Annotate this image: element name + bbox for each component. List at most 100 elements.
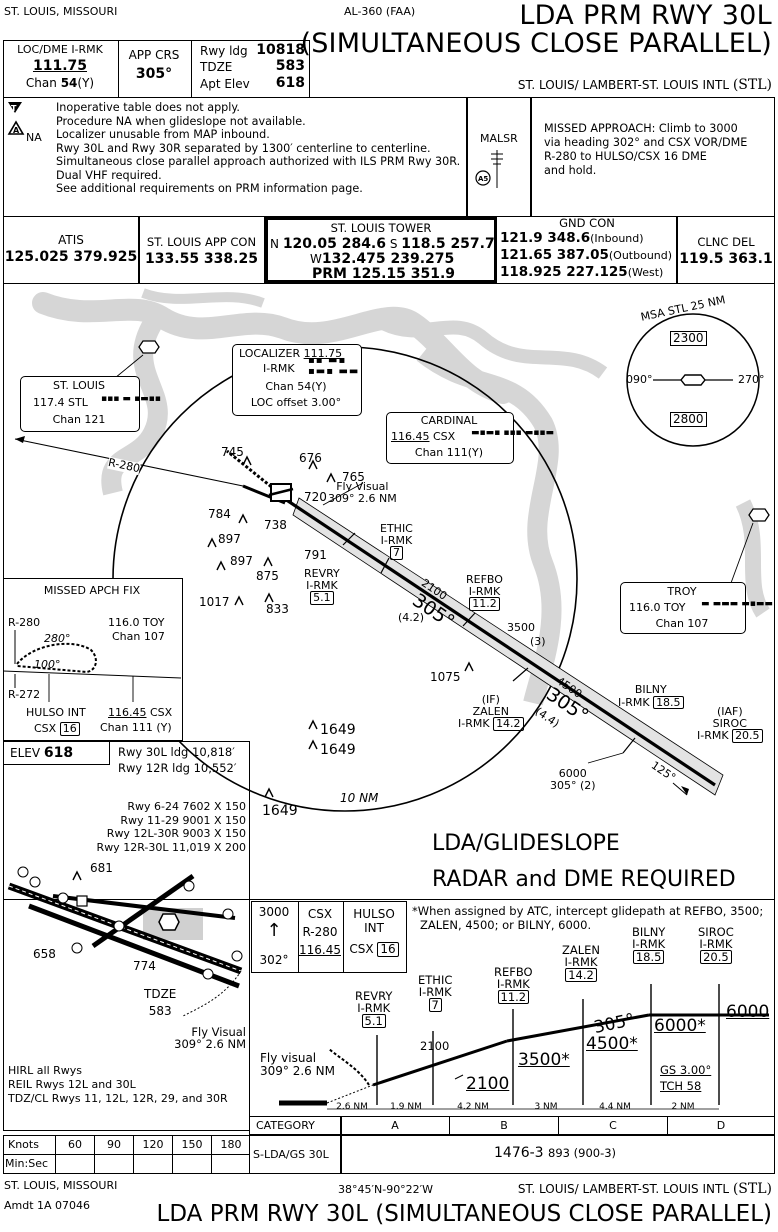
ad-lighting-line: HIRL all Rwys	[8, 1064, 83, 1077]
ad-lighting-notes: HIRL all Rwys REIL Rwys 12L and 30L TDZ/…	[8, 1064, 228, 1106]
loc-freq: 111.75	[32, 58, 88, 74]
troy-box: TROY 116.0 TOY ▬ ▬▬▬ ▬▪▬▬ Chan 107	[620, 582, 773, 634]
tower-w: W	[310, 252, 322, 266]
pf-bilny-name: BILNY	[632, 925, 666, 939]
pf-distance: 2 NM	[671, 1102, 695, 1112]
msa-west-bearing: 090°	[626, 373, 653, 386]
tower-s-freqs: 118.5 257.7	[401, 236, 495, 252]
ad-light-icon	[71, 942, 83, 954]
plan-alt-2100-dist: (4.2)	[398, 611, 425, 624]
plan-ethic-dme: 7	[389, 546, 403, 560]
arrow-125-head-icon	[681, 786, 689, 795]
plan-zalen-id: I-RMK	[458, 717, 490, 731]
plan-bilny-name: BILNY	[634, 683, 667, 696]
obstacles	[207, 455, 474, 798]
notes-lines: Inoperative table does not apply. Proced…	[56, 101, 460, 196]
plan-siroc-name: SIROC	[712, 716, 747, 730]
mf-r272: R-272	[8, 688, 41, 701]
timing-hline	[3, 1154, 250, 1156]
pf-refbo-dme: 11.2	[497, 990, 530, 1005]
atis-freqs: 125.025 379.925	[4, 249, 138, 265]
min-row-label: S-LDA/GS 30L	[253, 1148, 329, 1161]
ad-centerline	[8, 885, 242, 972]
localizer-title: LOCALIZER 111.75	[239, 348, 342, 360]
ad-rwy-ldg1: Rwy 30L ldg 10,818′	[118, 745, 235, 759]
mf-toy: 116.0 TOY	[108, 616, 165, 629]
minimums-vline	[449, 1116, 451, 1134]
ad-lighting-line: REIL Rwys 12L and 30L	[8, 1078, 136, 1091]
elev-value: 618	[43, 745, 74, 761]
ad-light-icon	[183, 880, 195, 892]
pf-ethic-dme: 7	[428, 998, 442, 1013]
river-river-shape	[32, 292, 514, 404]
river-shape-5	[735, 499, 770, 618]
pf-bilny-id: I-RMK	[632, 937, 666, 952]
pf-alt-2100a: 2100	[420, 1039, 450, 1053]
plan-zalen-if: (IF)	[481, 693, 500, 706]
notes-divider-0	[466, 97, 468, 217]
ad-fly-visual-2: 309° 2.6 NM	[174, 1037, 246, 1052]
profile-hulso-dme-row: CSX 16	[344, 942, 404, 957]
loc-course-line	[278, 493, 716, 787]
river-shape-3	[416, 345, 562, 706]
obstacle-1649a: 1649	[320, 722, 356, 738]
pf-siroc-name: SIROC	[698, 925, 734, 939]
inop-triangle-icon	[8, 102, 22, 113]
localizer-label: LOCALIZER	[239, 347, 301, 360]
timing-knots: 90	[107, 1138, 121, 1151]
pf-distance: 4.4 NM	[599, 1102, 631, 1112]
timing-minsec-label: Min:Sec	[5, 1157, 49, 1170]
plan-refbo-name: REFBO	[466, 573, 503, 586]
apt-elev-label: Apt Elev	[200, 77, 250, 91]
stl-name: ST. LOUIS	[52, 379, 106, 392]
plan-refbo-dme: 11.2	[469, 597, 500, 611]
arrow-125	[672, 782, 688, 796]
troy-chan: Chan 107	[655, 617, 709, 630]
plan-fly-visual-1: Fly Visual	[336, 480, 389, 493]
pf-zalen-dme: 14.2	[565, 968, 597, 983]
elev-label: ELEV	[10, 746, 41, 760]
pf-ethic-name: ETHIC	[418, 973, 453, 987]
app-con-label: ST. LOUIS APP CON	[146, 235, 257, 249]
alt-6000-leader	[587, 752, 624, 764]
obstacle-icon	[264, 592, 274, 603]
min-row-value-2: 893 (900-3)	[548, 1146, 617, 1160]
plan-fly-visual-2: 309° 2.6 NM	[328, 491, 397, 505]
obstacle-icon	[263, 556, 273, 567]
stl-leader	[114, 354, 144, 379]
obstacle-765: 765	[342, 470, 365, 484]
toy-vor-icon	[748, 508, 770, 522]
cardinal-name: CARDINAL	[420, 414, 478, 427]
plan-refbo-id: I-RMK	[468, 584, 501, 598]
pf-distance: 3 NM	[534, 1102, 558, 1112]
header-airport-code: (STL)	[732, 77, 772, 93]
obstacle-676: 676	[299, 451, 322, 465]
comms-div-2	[264, 216, 266, 284]
profile-hulso-dme: 16	[377, 942, 399, 957]
ad-light-icon	[222, 908, 234, 920]
ad-tdze-label: TDZE	[144, 987, 177, 1001]
lda-glideslope-label: LDA/GLIDESLOPE	[432, 831, 620, 856]
min-row-value-1: 1476-3	[494, 1145, 544, 1161]
tdze-label: TDZE	[200, 60, 233, 74]
gnd-freq-1: 121.9 348.6	[500, 230, 591, 246]
footer-coords: 38°45′N-90°22′W	[338, 1183, 434, 1196]
comms-div-1	[138, 216, 140, 284]
gnd-freq-3: 118.925 227.125	[500, 264, 628, 280]
refbo-marker	[462, 612, 476, 627]
missed-line: via heading 302° and CSX VOR/DME	[544, 136, 748, 149]
plan-alt-3500-dist: (3)	[530, 635, 546, 648]
radial-arrowhead-icon	[15, 436, 25, 443]
profile-note-1: *When assigned by ATC, intercept glidepa…	[412, 904, 764, 918]
gnd-note-3: (West)	[627, 266, 664, 279]
stl-box: ST. LOUIS 117.4 STL ▪▪▪ ▬ ▪▬▪▪ Chan 121	[20, 376, 161, 432]
obstacle-icon	[264, 787, 274, 798]
fly-visual-leader	[322, 482, 364, 506]
ad-lighting	[17, 866, 243, 980]
mf-brg280: 280°	[44, 632, 71, 645]
